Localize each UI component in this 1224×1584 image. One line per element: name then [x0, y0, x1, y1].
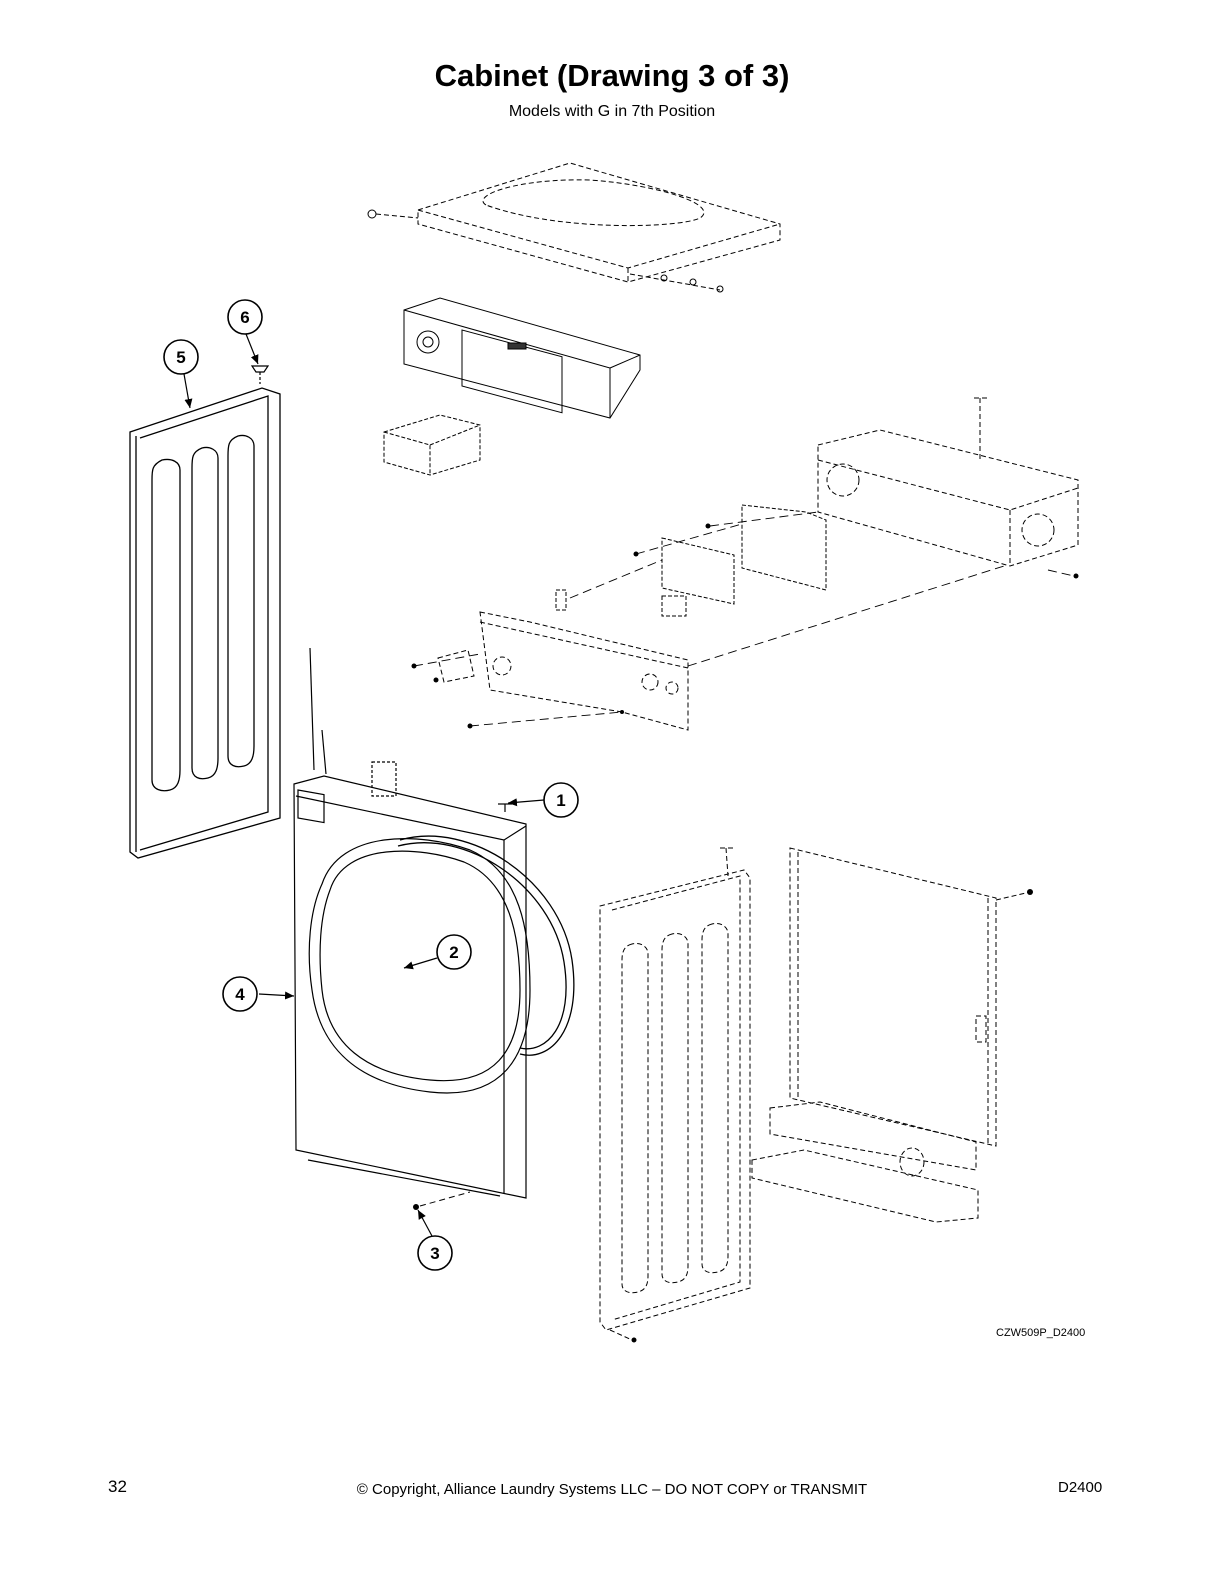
- door-seal: [397, 835, 575, 1056]
- drawing-code: CZW509P_D2400: [996, 1327, 1086, 1339]
- document-number: D2400: [1058, 1479, 1103, 1496]
- control-panel: [403, 297, 641, 419]
- rear-panel: [599, 847, 751, 1341]
- small-screws-lower: [631, 889, 1033, 1343]
- callout-1: 1: [543, 782, 579, 818]
- page-subtitle: Models with G in 7th Position: [508, 103, 716, 120]
- svg-text:1: 1: [556, 791, 565, 810]
- callout-2: 2: [436, 934, 472, 970]
- callout-5: 5: [163, 339, 199, 375]
- svg-text:3: 3: [430, 1244, 439, 1263]
- callout-3: 3: [417, 1235, 453, 1271]
- copyright-notice: © Copyright, Alliance Laundry Systems LL…: [356, 1481, 868, 1498]
- front-frame: [437, 611, 689, 731]
- middle-bracket: [555, 504, 827, 617]
- control-module: [383, 414, 481, 476]
- callout-6: 6: [227, 299, 263, 335]
- top-cover: [375, 162, 781, 291]
- front-panel: [293, 647, 531, 1199]
- clip-part-6: [250, 365, 270, 384]
- screw-part-3: [413, 1191, 471, 1210]
- assembly-lines-upper: [413, 511, 1075, 727]
- svg-text:6: 6: [240, 308, 249, 327]
- page-title: Cabinet (Drawing 3 of 3): [434, 58, 790, 93]
- upper-frame: [817, 397, 1079, 567]
- callout-leaders: [183, 333, 545, 1237]
- small-screws-upper: [411, 523, 1079, 729]
- callout-4: 4: [222, 976, 258, 1012]
- fastener-part-1: [498, 803, 512, 812]
- top-cover-fasteners: [367, 209, 724, 293]
- page-number: 32: [108, 1477, 127, 1496]
- svg-text:2: 2: [449, 943, 458, 962]
- side-panel: [129, 387, 281, 859]
- svg-text:4: 4: [235, 985, 245, 1004]
- back-frame: [751, 847, 1031, 1223]
- svg-text:5: 5: [176, 348, 185, 367]
